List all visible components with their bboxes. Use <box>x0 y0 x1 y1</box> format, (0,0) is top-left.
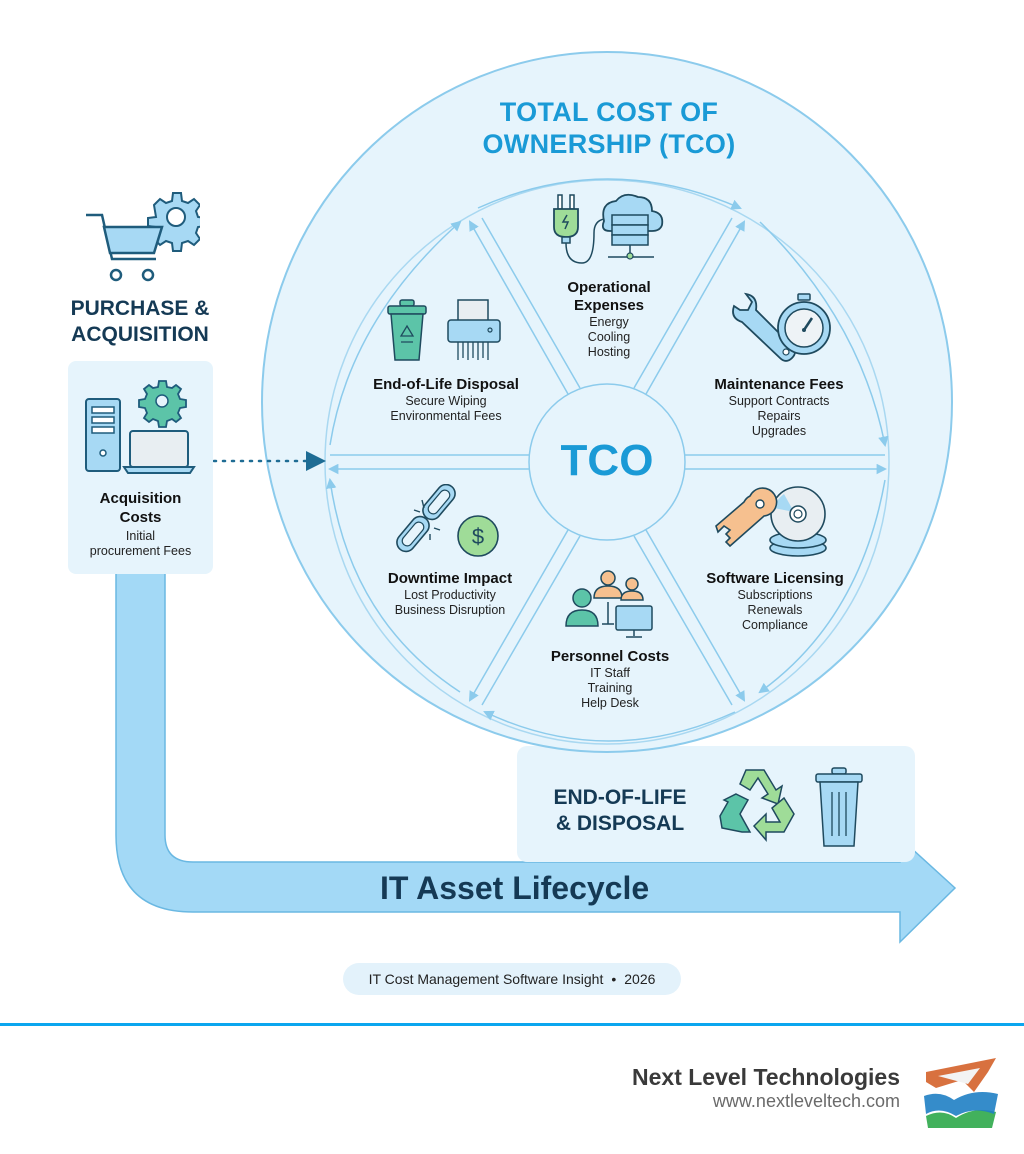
next-level-logo-icon <box>922 1052 1002 1130</box>
segment-title: Personnel Costs <box>550 648 670 665</box>
key-disc-icon <box>714 486 828 558</box>
acquisition-title-line2: Costs <box>119 509 162 526</box>
computer-laptop-gear-icon <box>82 377 200 477</box>
segment-downtime-impact: Downtime Impact Lost Productivity Busine… <box>368 570 532 618</box>
brand-name: Next Level Technologies <box>632 1064 900 1090</box>
segment-item: Support Contracts <box>728 394 830 408</box>
brand-url[interactable]: www.nextleveltech.com <box>712 1091 900 1111</box>
segment-title: Maintenance Fees <box>714 376 844 393</box>
footer-divider <box>0 1023 1024 1026</box>
caption-text: IT Cost Management Software Insight <box>368 971 604 987</box>
recycle-bin-shredder-icon <box>384 298 504 364</box>
segment-title: Expenses <box>573 297 645 314</box>
broken-chain-dollar-icon: $ <box>394 483 504 558</box>
segment-item: Subscriptions <box>737 588 813 602</box>
people-monitor-icon <box>564 568 656 640</box>
lifecycle-label: IT Asset Lifecycle <box>380 870 650 906</box>
segment-item: Secure Wiping <box>405 394 487 408</box>
caption-pill: IT Cost Management Software Insight • 20… <box>343 963 681 995</box>
segment-item: Training <box>587 681 633 695</box>
acquisition-sub-line1: Initial <box>125 529 156 543</box>
segment-personnel-costs: Personnel Costs IT Staff Training Help D… <box>535 648 685 711</box>
acquisition-card: Acquisition Costs Initial procurement Fe… <box>68 361 213 574</box>
segment-item: Renewals <box>747 603 803 617</box>
tco-title: TOTAL COST OF OWNERSHIP (TCO) <box>457 96 761 160</box>
segment-item: Compliance <box>741 618 808 632</box>
svg-text:$: $ <box>472 524 484 549</box>
segment-title: End-of-Life Disposal <box>373 376 519 393</box>
eol-title: END-OF-LIFE & DISPOSAL <box>540 785 700 837</box>
acquisition-title: Acquisition Costs <box>68 489 213 527</box>
eol-title-line1: END-OF-LIFE <box>553 786 687 809</box>
acquisition-title-line1: Acquisition <box>99 490 182 507</box>
segment-maintenance-fees: Maintenance Fees Support Contracts Repai… <box>694 376 864 439</box>
purchase-title-line2: ACQUISITION <box>71 323 209 346</box>
tco-center-label: TCO <box>560 436 654 485</box>
plug-cloud-server-icon <box>552 193 670 271</box>
tco-title-line2: OWNERSHIP (TCO) <box>482 129 736 159</box>
acquisition-sub: Initial procurement Fees <box>68 529 213 559</box>
segment-item: Hosting <box>587 345 631 359</box>
lifecycle-arrow <box>115 569 957 944</box>
segment-title: Operational <box>567 279 651 296</box>
tco-title-line1: TOTAL COST OF <box>499 97 719 127</box>
segment-operational-expenses: Operational Expenses Energy Cooling Host… <box>529 279 689 360</box>
segment-item: Environmental Fees <box>390 409 502 423</box>
segment-item: Lost Productivity <box>404 588 496 602</box>
eol-title-line2: & DISPOSAL <box>555 812 685 835</box>
cart-gear-icon <box>82 183 207 288</box>
segment-item: Repairs <box>757 409 801 423</box>
recycle-trash-icon <box>718 764 878 850</box>
segment-title: Software Licensing <box>706 570 844 587</box>
caption-year: 2026 <box>624 971 656 987</box>
caption-separator: • <box>611 971 617 987</box>
segment-item: Cooling <box>587 330 631 344</box>
segment-software-licensing: Software Licensing Subscriptions Renewal… <box>694 570 856 633</box>
segment-item: Upgrades <box>751 424 807 438</box>
segment-item: Energy <box>589 315 629 329</box>
segment-item: IT Staff <box>590 666 630 680</box>
segment-item: Business Disruption <box>394 603 506 617</box>
segment-end-of-life-disposal: End-of-Life Disposal Secure Wiping Envir… <box>362 376 530 424</box>
segment-title: Downtime Impact <box>387 570 513 587</box>
tco-circle <box>261 51 953 753</box>
wrench-stopwatch-icon <box>728 292 834 364</box>
purchase-title-line1: PURCHASE & <box>70 297 210 320</box>
purchase-title: PURCHASE & ACQUISITION <box>60 296 220 348</box>
acquisition-sub-line2: procurement Fees <box>89 544 192 558</box>
segment-item: Help Desk <box>581 696 639 710</box>
